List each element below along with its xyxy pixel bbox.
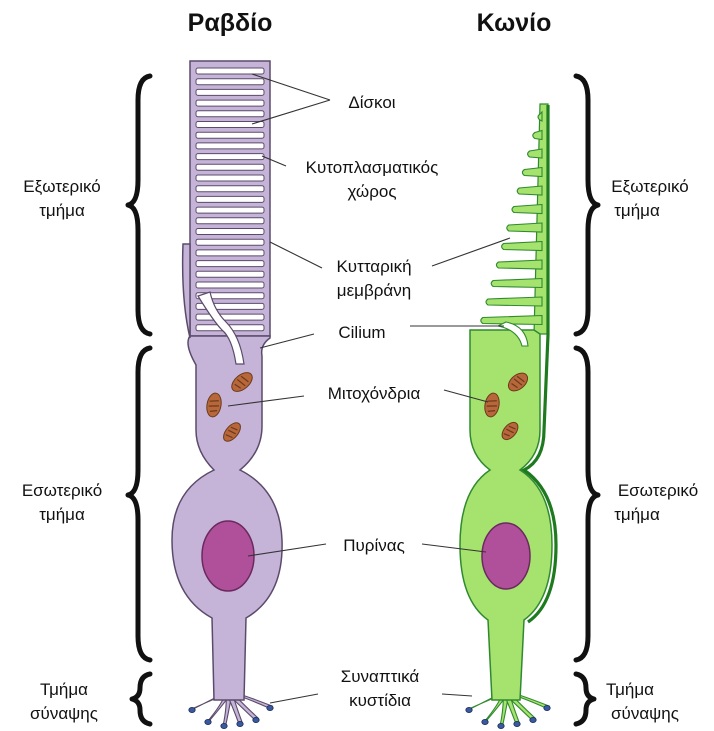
synaptic-vesicle (205, 719, 211, 724)
left-outer-label-2: τμήμα (39, 201, 85, 220)
label-nucleus: Πυρίνας (343, 536, 405, 555)
right-synaptic-label-2: σύναψης (611, 704, 679, 723)
rod-disc (196, 229, 264, 235)
rod-disc (196, 250, 264, 256)
cone-lamella (486, 297, 542, 306)
right-brace-outer (576, 76, 598, 334)
synaptic-vesicle (267, 705, 273, 710)
rod-disc (196, 132, 264, 138)
rod-disc (196, 218, 264, 224)
right-inner-label-2: τμήμα (614, 505, 660, 524)
left-synaptic-label-1: Τμήμα (40, 680, 88, 699)
rod-disc (196, 143, 264, 149)
cone-lamella (528, 149, 542, 158)
left-synaptic-label-2: σύναψης (30, 704, 98, 723)
rod-cell (172, 61, 282, 729)
rod-disc (196, 186, 264, 192)
rod-disc (196, 122, 264, 128)
right-inner-label-1: Εσωτερικό (618, 481, 698, 500)
cone-lamella (491, 279, 542, 288)
cone-lamella (517, 186, 542, 195)
synaptic-vesicle (530, 717, 536, 722)
label-mitochondria: Μιτοχόνδρια (328, 384, 421, 403)
cone-lamella (496, 260, 542, 269)
leader-vesicles-rod (270, 694, 318, 703)
label-discs: Δίσκοι (348, 93, 395, 112)
leader-vesicles-cone (442, 694, 472, 696)
synaptic-vesicle (221, 723, 227, 728)
leader-membrane-rod (270, 242, 322, 268)
rod-disc (196, 79, 264, 85)
right-outer-label-1: Εξωτερικό (611, 177, 688, 196)
left-inner-label-2: τμήμα (39, 505, 85, 524)
rod-disc (196, 100, 264, 106)
right-braces (576, 76, 598, 724)
cone-lamella (507, 223, 542, 232)
cone-lamella (502, 242, 542, 251)
cone-cell (460, 104, 556, 729)
cone-lamella (538, 112, 542, 121)
label-cilium: Cilium (338, 323, 385, 342)
left-braces (128, 76, 150, 724)
rod-disc (196, 89, 264, 95)
synaptic-vesicle (189, 707, 195, 712)
label-membrane-1: Κυτταρική (336, 257, 411, 276)
right-synaptic-label-1: Τμήμα (606, 680, 654, 699)
cone-inner-body (460, 330, 552, 700)
rod-disc (196, 68, 264, 74)
right-outer-label-2: τμήμα (614, 201, 660, 220)
cone-nucleus (482, 523, 530, 589)
left-brace-inner (128, 348, 150, 660)
label-cytoplasmic-2: χώρος (347, 182, 396, 201)
rod-disc (196, 111, 264, 117)
label-cytoplasmic-1: Κυτοπλασματικός (306, 158, 439, 177)
rod-disc (196, 175, 264, 181)
synaptic-vesicle (514, 721, 520, 726)
label-vesicles-1: Συναπτικά (341, 667, 420, 686)
left-outer-label-1: Εξωτερικό (23, 177, 100, 196)
rod-disc (196, 282, 264, 288)
left-inner-label-1: Εσωτερικό (22, 481, 102, 500)
synaptic-vesicle (544, 705, 550, 710)
rod-disc (196, 154, 264, 160)
rod-nucleus (202, 521, 254, 591)
rod-disc (196, 261, 264, 267)
right-brace-synaptic (576, 674, 594, 724)
rod-disc (196, 239, 264, 245)
left-brace-outer (128, 76, 150, 334)
label-membrane-2: μεμβράνη (337, 281, 411, 300)
rod-disc (196, 314, 264, 320)
rod-disc (196, 164, 264, 170)
cone-lamella (522, 168, 542, 177)
cone-lamellae (481, 104, 548, 334)
synaptic-vesicle (466, 707, 472, 712)
right-brace-inner (576, 348, 598, 660)
synaptic-vesicle (253, 717, 259, 722)
cone-lamella (512, 205, 542, 214)
synaptic-vesicle (482, 719, 488, 724)
label-vesicles-2: κυστίδια (349, 691, 411, 710)
cone-lamella (533, 131, 542, 140)
rod-disc (196, 207, 264, 213)
rod-disc (196, 271, 264, 277)
rod-disc (196, 196, 264, 202)
synaptic-vesicle (498, 723, 504, 728)
left-brace-synaptic (132, 674, 150, 724)
synaptic-vesicle (237, 721, 243, 726)
cone-title: Κωνίο (477, 9, 552, 37)
rod-title: Ραβδίο (188, 9, 273, 37)
